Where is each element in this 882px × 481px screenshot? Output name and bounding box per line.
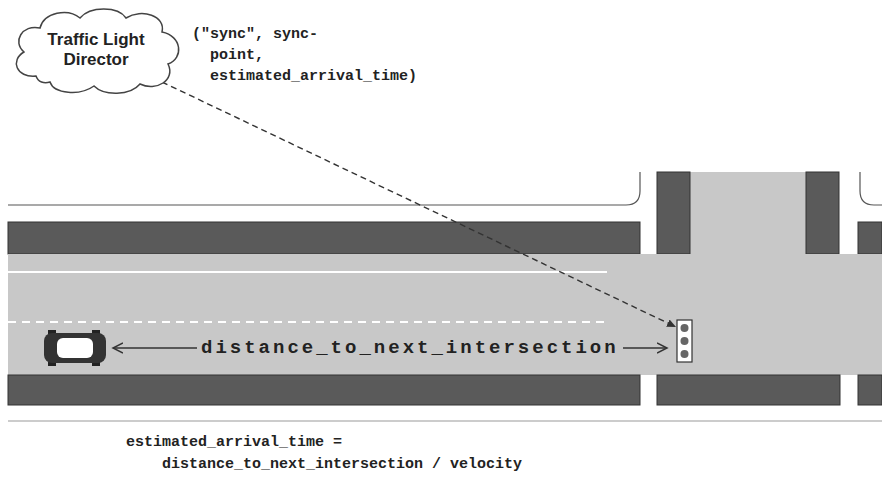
message-text: ("sync", sync-point, estimated_arrival_t… bbox=[192, 24, 318, 87]
traffic-light bbox=[677, 320, 692, 362]
distance-label: distance_to_next_intersection bbox=[197, 336, 623, 360]
car bbox=[44, 330, 106, 366]
formula-text: estimated_arrival_time = distance_to_nex… bbox=[126, 432, 540, 476]
cloud-node: Traffic Light Director bbox=[6, 4, 186, 96]
node-title: Traffic Light Director bbox=[31, 30, 161, 70]
message-arrow bbox=[162, 82, 676, 327]
